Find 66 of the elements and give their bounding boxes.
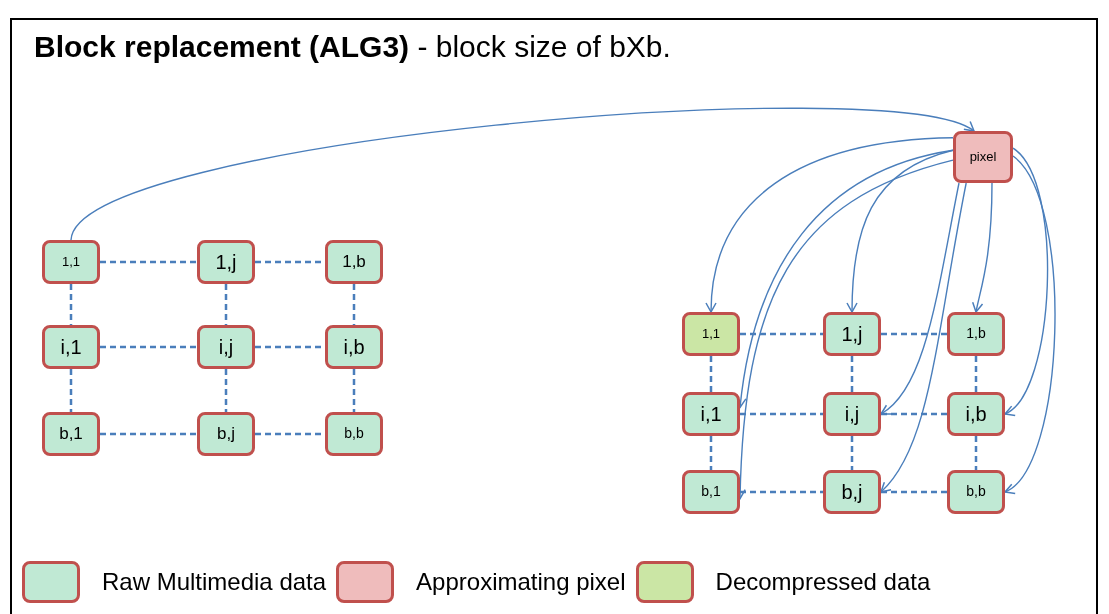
- block-label: b,b: [965, 483, 987, 501]
- dashed-line: [974, 436, 978, 470]
- block-box: [682, 470, 740, 514]
- dashed-line: [850, 436, 854, 470]
- block-box: [682, 392, 740, 436]
- block-box: [197, 325, 255, 369]
- block-box: [42, 325, 100, 369]
- block-box: [197, 412, 255, 456]
- block-label: 1,1: [700, 325, 722, 343]
- curved-arrow: [1004, 155, 1056, 493]
- block-label: i,b: [342, 334, 366, 360]
- dashed-line: [740, 490, 823, 494]
- block-box: [953, 131, 1013, 183]
- dashed-line: [740, 332, 823, 336]
- dashed-line: [881, 490, 947, 494]
- curved-arrow: [880, 182, 967, 493]
- block-label: i,j: [217, 334, 235, 360]
- block-label: b,1: [700, 483, 722, 501]
- block-label: i,j: [843, 401, 861, 427]
- dashed-line: [69, 369, 73, 412]
- legend-label: Approximating pixel: [416, 568, 626, 596]
- dashed-line: [224, 369, 228, 412]
- dashed-line: [740, 412, 823, 416]
- dashed-line: [850, 356, 854, 392]
- block-label: i,b: [964, 401, 988, 427]
- block-box: [823, 312, 881, 356]
- block-label: 1,1: [60, 253, 82, 271]
- block-label: 1,j: [214, 249, 238, 275]
- block-label: 1,b: [965, 325, 987, 343]
- curved-arrow: [880, 182, 960, 415]
- curved-arrow: [705, 137, 954, 313]
- dashed-line: [352, 369, 356, 412]
- dashed-line: [974, 356, 978, 392]
- block-label: b,j: [840, 479, 864, 505]
- block-label: b,b: [343, 425, 365, 443]
- curved-arrow: [972, 182, 993, 313]
- block-box: [823, 392, 881, 436]
- legend-label: Decompressed data: [715, 568, 931, 596]
- dashed-line: [709, 356, 713, 392]
- block-box: [42, 412, 100, 456]
- title: Block replacement (ALG3) - block size of bXb.: [34, 30, 671, 64]
- block-label: i,1: [59, 334, 83, 360]
- block-box: [325, 412, 383, 456]
- block-box: [682, 312, 740, 356]
- block-box: [947, 470, 1005, 514]
- curved-arrow: [846, 149, 954, 313]
- block-box: [947, 312, 1005, 356]
- dashed-line: [709, 436, 713, 470]
- dashed-line: [100, 432, 197, 436]
- block-box: [823, 470, 881, 514]
- curved-arrow: [1004, 147, 1048, 415]
- block-label: i,1: [699, 401, 723, 427]
- legend-label: Raw Multimedia data: [102, 568, 327, 596]
- block-box: [325, 240, 383, 284]
- block-label: b,j: [216, 423, 236, 445]
- block-label: 1,b: [341, 251, 367, 273]
- dashed-line: [100, 260, 197, 264]
- block-box: [947, 392, 1005, 436]
- block-box: [197, 240, 255, 284]
- block-label: b,1: [58, 423, 84, 445]
- block-box: [42, 240, 100, 284]
- dashed-line: [881, 332, 947, 336]
- block-label: pixel: [968, 148, 998, 166]
- block-label: 1,j: [840, 321, 864, 347]
- block-box: [325, 325, 383, 369]
- dashed-line: [100, 345, 197, 349]
